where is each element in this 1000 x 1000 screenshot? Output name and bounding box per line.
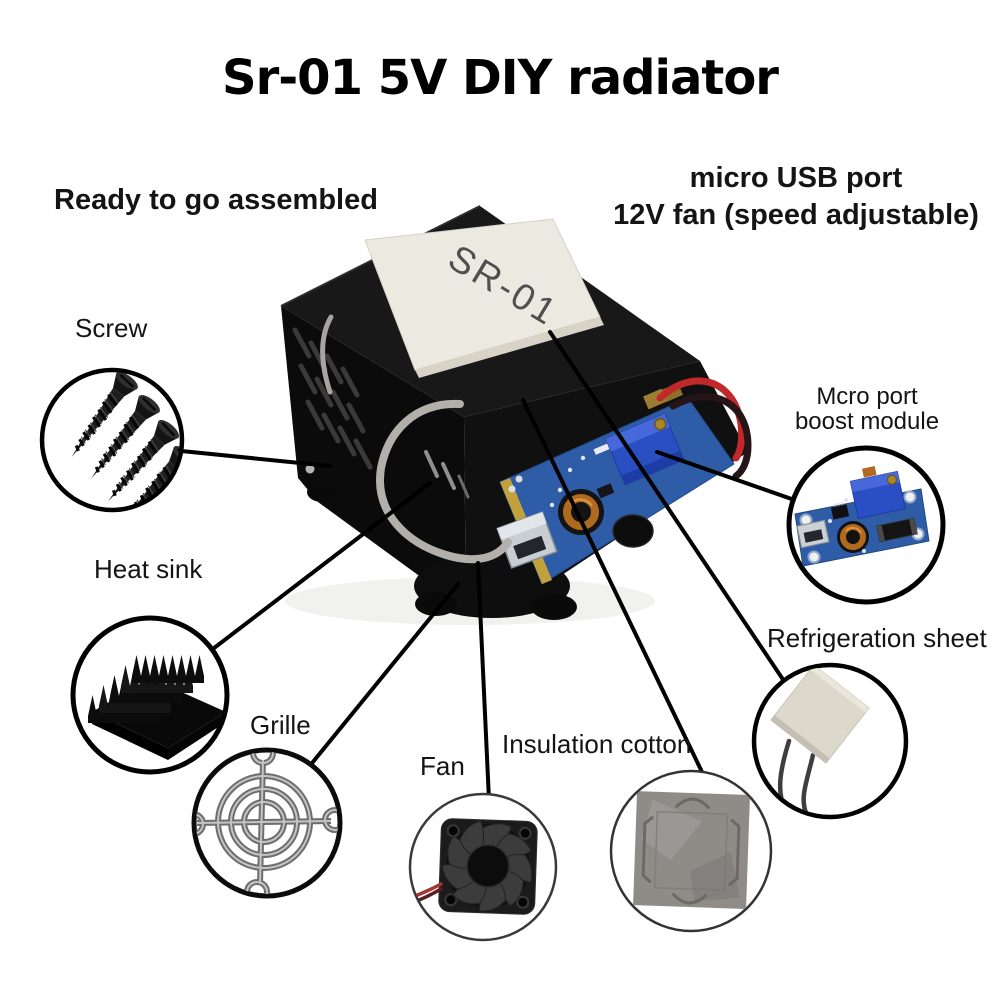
fan-label: Fan — [420, 751, 465, 781]
callout-line-refrigeration — [548, 330, 788, 686]
callout-line-fan — [476, 561, 491, 802]
page-title: Sr-01 5V DIY radiator — [222, 50, 779, 106]
caption-fan-line: 12V fan (speed adjustable) — [613, 199, 979, 231]
fin-glints — [424, 450, 470, 499]
grille-label: Grille — [250, 710, 311, 740]
fan-photo — [411, 818, 538, 915]
refrigeration-label: Refrigeration sheet — [767, 623, 987, 653]
boost-label-line2: boost module — [794, 408, 940, 435]
insulation-photo — [633, 791, 750, 909]
boost-module-label: Mcro port boost module — [770, 384, 964, 434]
gray-wire — [320, 314, 512, 564]
corner-screw-pin — [305, 464, 315, 474]
device-photo: SR-01 — [280, 205, 752, 620]
heatsink-fins — [292, 327, 373, 470]
callout-line-insulation — [521, 398, 704, 774]
insulation-label: Insulation cotton — [502, 729, 692, 759]
screw-label: Screw — [75, 313, 148, 343]
boost-module-photo — [794, 466, 930, 567]
boost-pcb — [496, 397, 735, 585]
top-plate — [364, 218, 601, 371]
top-plate-edge — [415, 317, 604, 378]
caption-usb-line: micro USB port — [689, 162, 903, 194]
refrigeration-photo — [770, 667, 870, 815]
caption-ready-assembled: Ready to go assembled — [54, 184, 378, 216]
callout-lines — [110, 330, 868, 824]
caption-usb-fan: micro USB port 12V fan (speed adjustable… — [600, 160, 992, 234]
grille-photo — [196, 752, 338, 894]
heatsink-label: Heat sink — [94, 554, 203, 584]
power-wires — [643, 377, 752, 480]
boost-label-line1: Mcro port — [816, 383, 918, 410]
heatsink-photo — [88, 655, 225, 760]
